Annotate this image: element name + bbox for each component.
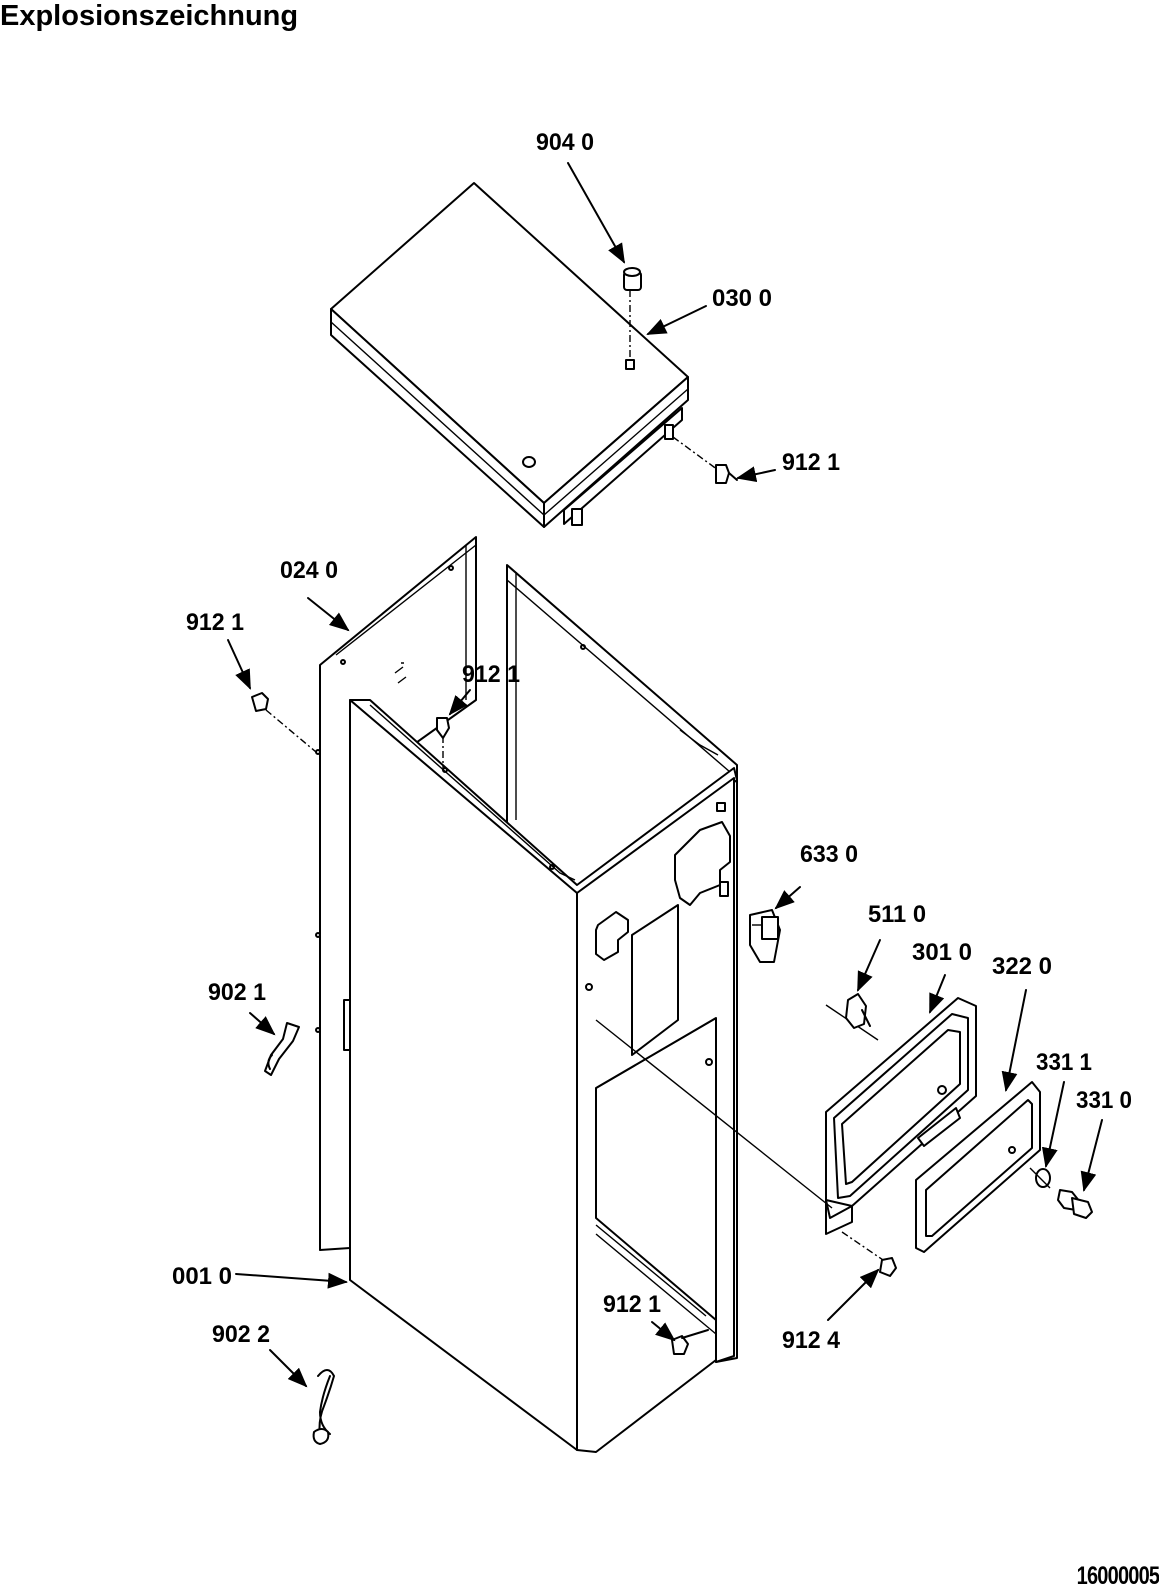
clip-902-2 [312,1369,335,1445]
callout-labels: 904 0 030 0 912 1 024 0 912 1 912 1 633 … [172,129,1132,1354]
knob-331-0 [1057,1189,1093,1219]
door-frame-301-0 [595,997,977,1235]
label-902-2: 902 2 [212,1321,270,1348]
top-cover [330,182,689,528]
clip-902-1 [264,1022,300,1076]
label-001-0: 001 0 [172,1263,232,1290]
label-301-0: 301 0 [912,939,972,966]
label-912-1-left: 912 1 [186,609,244,636]
main-housing-001-0 [349,644,738,1453]
screw-912-4 [841,1231,897,1277]
label-633-0: 633 0 [800,841,858,868]
label-331-0: 331 0 [1076,1087,1132,1114]
label-024-0: 024 0 [280,557,338,584]
label-912-1-top: 912 1 [782,449,840,476]
screw-left [251,692,317,753]
bracket-511-0 [845,993,871,1029]
screw-top-cover [672,436,738,484]
leader-lines [227,162,1103,1388]
part-633-0 [749,909,781,963]
washer-331-1 [1029,1167,1051,1189]
label-331-1: 331 1 [1036,1049,1092,1076]
document-number: 16000005 [1076,1562,1159,1590]
label-912-4: 912 4 [782,1327,841,1354]
label-902-1: 902 1 [208,979,266,1006]
screw-bottom [671,1329,709,1355]
label-322-0: 322 0 [992,953,1052,980]
label-912-1-mid: 912 1 [462,661,520,688]
screw-middle [436,717,450,768]
glass-322-0 [915,1081,1041,1253]
label-912-1-bottom: 912 1 [603,1291,661,1318]
label-030-0: 030 0 [712,285,772,312]
knob-904-0 [623,267,642,360]
label-511-0: 511 0 [868,901,926,928]
page-title: Explosionszeichnung [0,0,299,32]
label-904-0: 904 0 [536,129,594,156]
